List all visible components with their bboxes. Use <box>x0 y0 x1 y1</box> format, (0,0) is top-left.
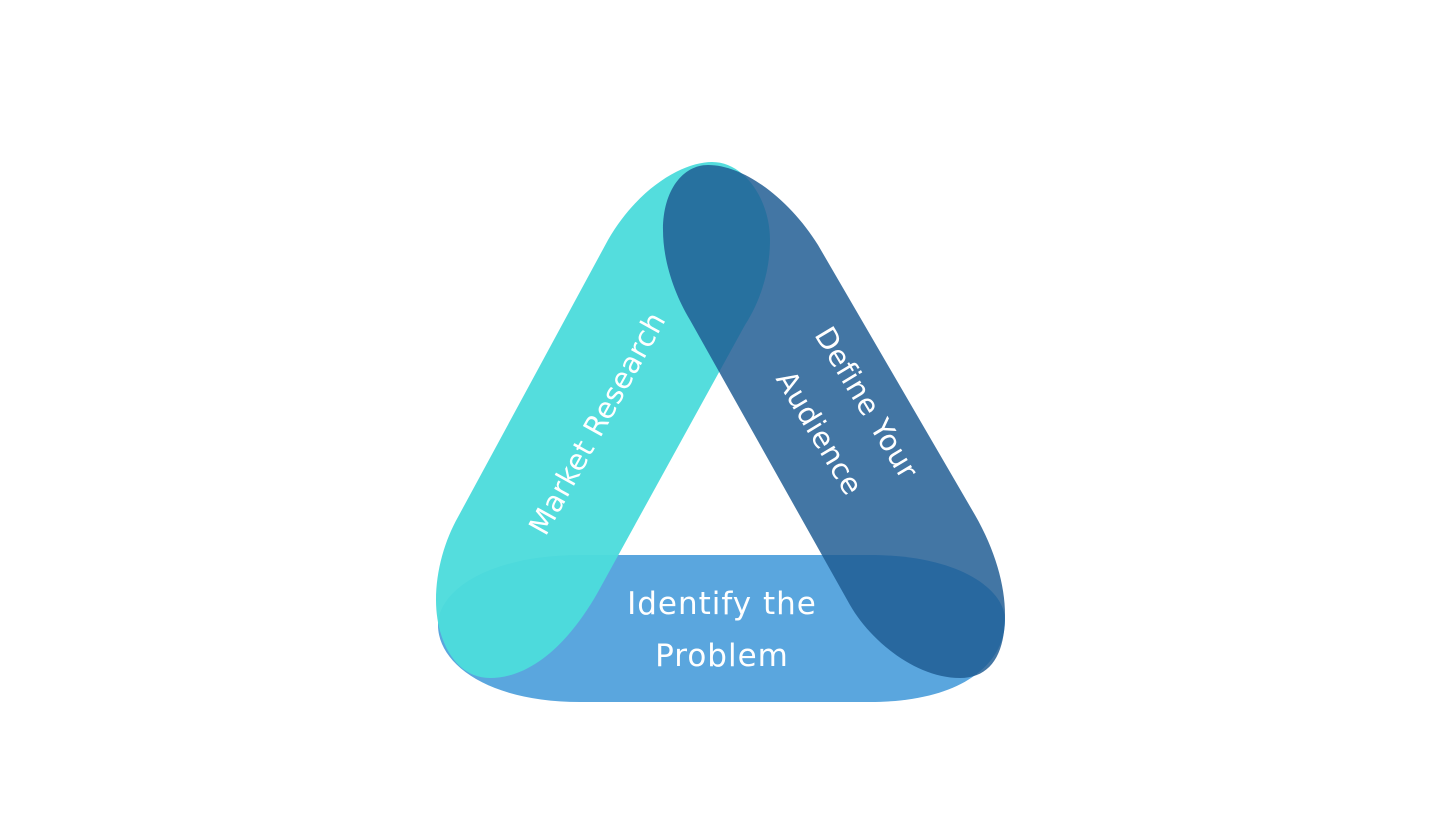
band-identify-label-line1: Identify the <box>627 586 817 622</box>
band-define-audience-shape <box>663 165 1005 678</box>
band-identify-label-line2: Problem <box>655 638 789 674</box>
band-define-your-audience: Define Your Audience <box>663 165 1005 678</box>
